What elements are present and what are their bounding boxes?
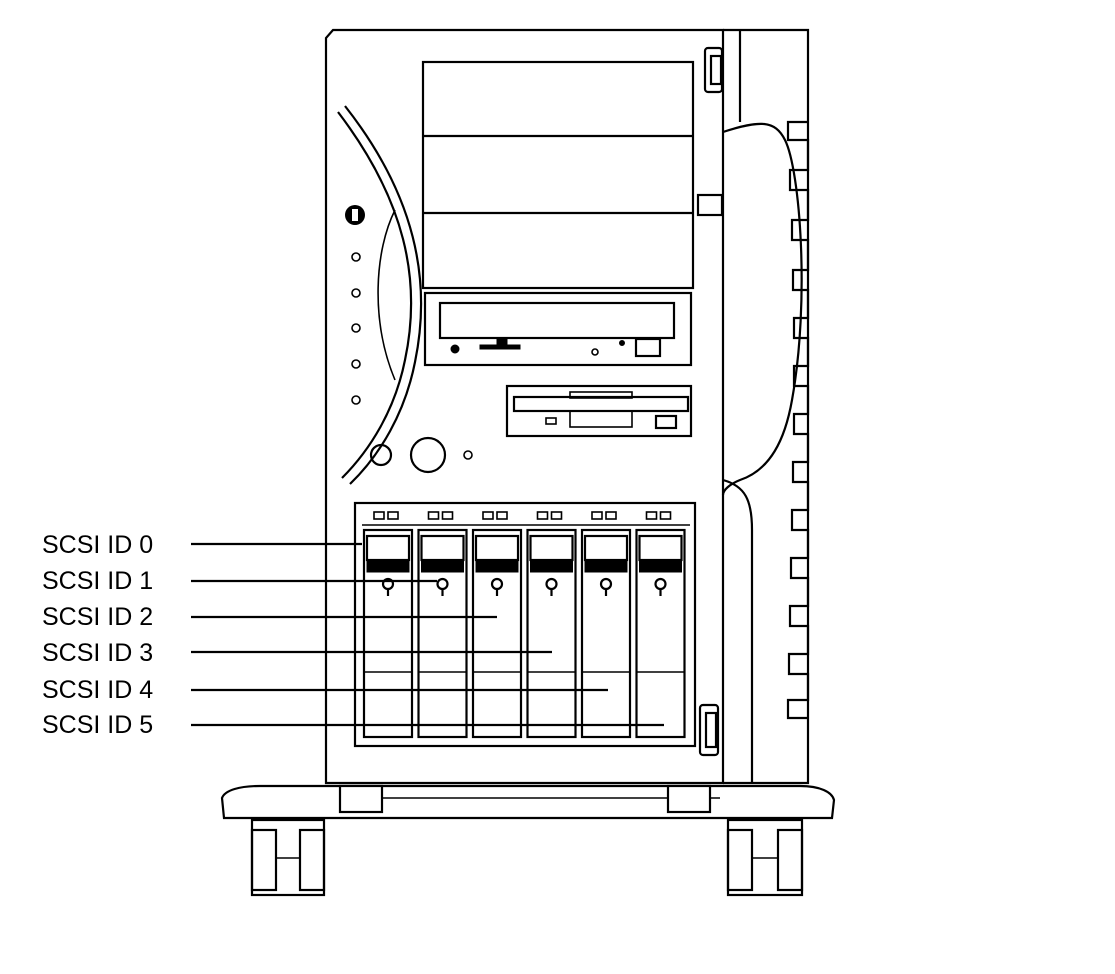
drive-carrier [471, 528, 523, 739]
callout-label-scsi-3: SCSI ID 3 [42, 639, 153, 667]
drive-carrier [635, 528, 686, 739]
drive-led [645, 511, 658, 520]
carrier-handle [638, 534, 683, 562]
callout-labels: SCSI ID 0 SCSI ID 1 SCSI ID 2 SCSI ID 3 … [42, 531, 153, 739]
carrier-latch [421, 559, 464, 573]
front-bezel-arc [337, 105, 423, 485]
led-indicator [351, 323, 361, 333]
drive-led [591, 511, 603, 520]
carrier-latch [584, 559, 628, 573]
drive-carrier [526, 528, 577, 739]
drive-led [550, 511, 563, 520]
drive-led [427, 511, 440, 520]
led-indicator [351, 359, 361, 369]
drive-led [387, 511, 399, 520]
lock-icon [599, 577, 613, 591]
callout-label-scsi-4: SCSI ID 4 [42, 676, 153, 704]
floppy-drive [505, 384, 693, 438]
cdrom-drive [423, 291, 693, 367]
carrier-latch [530, 559, 573, 573]
carrier-latch [475, 559, 519, 573]
drive-led [482, 511, 494, 520]
led-indicator [351, 395, 361, 405]
carrier-handle [583, 534, 629, 562]
lock-icon [490, 577, 504, 591]
drive-led [605, 511, 617, 520]
base-stand [220, 784, 836, 897]
hdd-carrier-slot-2 [471, 511, 523, 739]
drive-led [536, 511, 549, 520]
hdd-carrier-slot-4 [580, 511, 632, 739]
lock-icon [436, 577, 449, 591]
carrier-handle [474, 534, 520, 562]
chassis [324, 28, 810, 785]
reset-button [369, 443, 393, 467]
carrier-handle [365, 534, 411, 562]
power-button [409, 436, 447, 474]
hdd-carrier-slot-0 [362, 511, 414, 739]
drive-bays-5-25 [421, 60, 695, 290]
drive-carrier [417, 528, 468, 739]
drive-carrier [362, 528, 414, 739]
callout-label-scsi-2: SCSI ID 2 [42, 603, 153, 631]
hot-swap-cage [353, 501, 697, 748]
carrier-latch [639, 559, 682, 573]
status-panel [345, 205, 473, 474]
drive-led [659, 511, 672, 520]
led-indicator [351, 252, 361, 262]
lock-icon [654, 577, 667, 591]
callout-label-scsi-0: SCSI ID 0 [42, 531, 153, 559]
hdd-carrier-slot-3 [526, 511, 577, 739]
carrier-handle [420, 534, 465, 562]
carrier-handle [529, 534, 574, 562]
led-indicator [463, 450, 473, 460]
callout-lines [191, 542, 664, 727]
drive-carrier [580, 528, 632, 739]
callout-label-scsi-1: SCSI ID 1 [42, 567, 153, 595]
carrier-latch [366, 559, 410, 573]
drive-led [496, 511, 508, 520]
callout-label-scsi-5: SCSI ID 5 [42, 711, 153, 739]
drive-led [441, 511, 454, 520]
drive-led [373, 511, 385, 520]
led-indicator [351, 288, 361, 298]
hdd-carrier-slot-1 [417, 511, 468, 739]
hdd-carrier-slot-5 [635, 511, 686, 739]
lock-icon [545, 577, 558, 591]
